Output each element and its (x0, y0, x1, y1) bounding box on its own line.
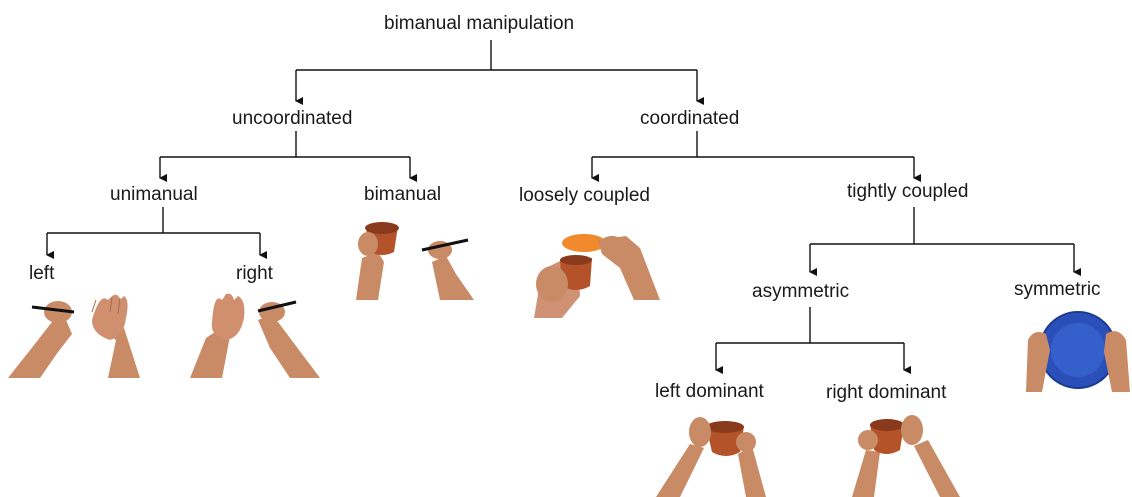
node-unimanual: unimanual (110, 184, 198, 206)
photo-right-dominant (852, 415, 960, 497)
photo-left-dominant (656, 417, 766, 497)
node-coordinated: coordinated (640, 108, 739, 130)
node-tightly-coupled: tightly coupled (847, 181, 968, 203)
photo-loosely-coupled (534, 234, 660, 318)
photo-bimanual (356, 222, 474, 300)
node-left: left (29, 263, 54, 285)
photo-right-hand-writing (190, 294, 320, 378)
node-asymmetric: asymmetric (752, 281, 849, 303)
node-loosely-coupled: loosely coupled (519, 185, 650, 207)
photo-symmetric (1026, 312, 1130, 392)
node-uncoordinated: uncoordinated (232, 108, 352, 130)
node-symmetric: symmetric (1014, 279, 1101, 301)
photo-left-hand-writing (8, 295, 140, 378)
node-right: right (236, 263, 273, 285)
node-bimanual: bimanual (364, 184, 441, 206)
node-left-dominant: left dominant (655, 381, 764, 403)
node-right-dominant: right dominant (826, 382, 946, 404)
node-bimanual-manipulation: bimanual manipulation (384, 13, 574, 35)
